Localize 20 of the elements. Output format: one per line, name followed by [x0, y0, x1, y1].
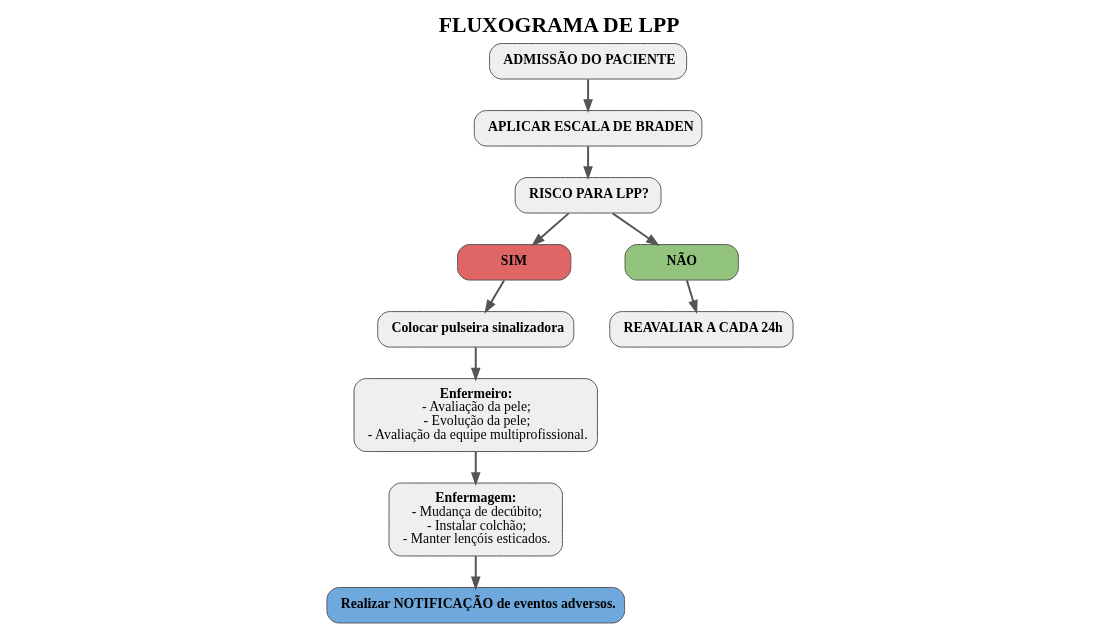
arrow	[470, 346, 481, 382]
node-box: Enfermeiro: - Avaliação da pele; - Evolução da pele; - Avaliação da equipe multiprofissional.	[353, 378, 598, 452]
node-box: Enfermagem: - Mudança de decúbito; - Instalar colchão; - Manter lençóis esticados.	[388, 482, 563, 557]
arrow	[484, 279, 506, 314]
node-box: REAVALIAR A CADA 24h	[609, 311, 794, 348]
node-box: RISCO PARA LPP?	[514, 177, 662, 214]
node-box: SIM	[457, 244, 572, 281]
node-box: Colocar pulseira sinalizadora	[377, 311, 575, 348]
node-box: ADMISSÃO DO PACIENTE	[489, 43, 688, 80]
arrow	[583, 145, 593, 181]
node-box: APLICAR ESCALA DE BRADEN	[473, 110, 703, 147]
arrow	[611, 212, 660, 247]
node-box: Realizar NOTIFICAÇÃO de eventos adversos.	[326, 587, 626, 624]
node-box: NÃO	[624, 244, 739, 281]
arrow	[470, 555, 481, 591]
diagram-title: FLUXOGRAMA DE LPP	[438, 13, 680, 38]
arrow	[470, 450, 481, 487]
arrow	[685, 279, 698, 314]
arrow	[531, 212, 570, 247]
arrow	[583, 78, 593, 114]
